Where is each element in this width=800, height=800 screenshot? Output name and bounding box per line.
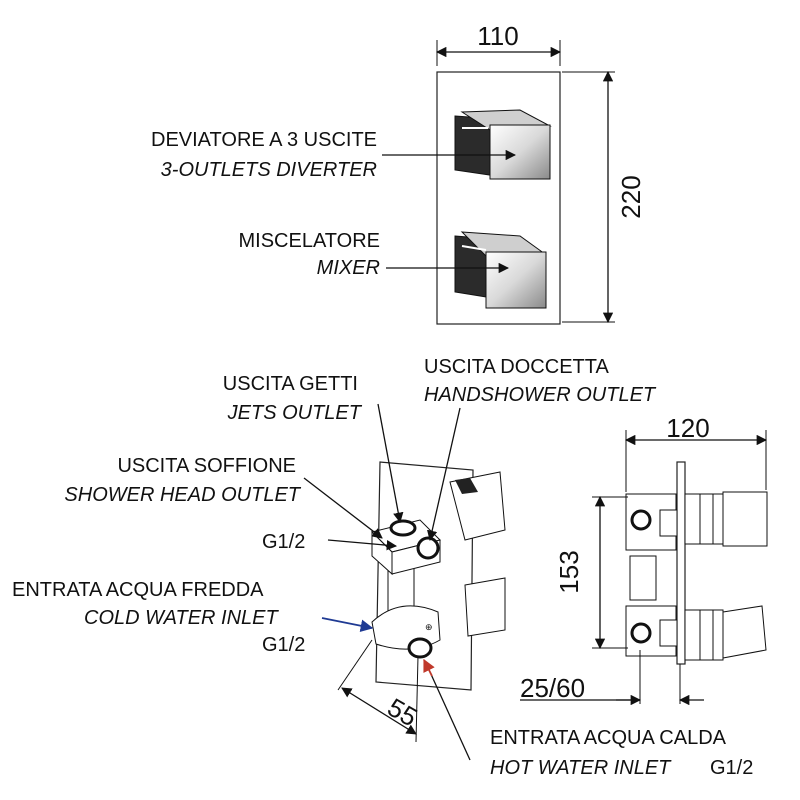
dim-depth-side: 120 <box>666 413 709 443</box>
label-handshower-en: HANDSHOWER OUTLET <box>424 384 657 406</box>
label-g12-hot: G1/2 <box>710 757 753 779</box>
diverter-handle <box>454 109 552 180</box>
label-mixer-it: MISCELATORE <box>238 230 380 252</box>
label-showerhead-it: USCITA SOFFIONE <box>117 455 296 477</box>
svg-text:⊕: ⊕ <box>425 622 433 632</box>
label-diverter-en: 3-OUTLETS DIVERTER <box>161 159 377 181</box>
label-g12-upper: G1/2 <box>262 531 305 553</box>
label-jets-it: USCITA GETTI <box>223 373 358 395</box>
label-mixer-en: MIXER <box>317 257 380 279</box>
front-view: 110 220 DEVIATORE A 3 USCITE 3-OUTLETS D… <box>151 21 646 325</box>
label-diverter-it: DEVIATORE A 3 USCITE <box>151 129 377 151</box>
dim-offset-side: 25/60 <box>520 673 585 703</box>
label-g12-cold: G1/2 <box>262 634 305 656</box>
label-cold-en: COLD WATER INLET <box>84 607 280 629</box>
dim-height-side: 153 <box>554 550 584 593</box>
side-view: 120 153 25/60 <box>520 413 768 706</box>
label-showerhead-en: SHOWER HEAD OUTLET <box>64 484 301 506</box>
mixer-handle <box>454 231 547 309</box>
dim-width-front: 110 <box>477 21 518 51</box>
label-hot-en: HOT WATER INLET <box>490 757 672 779</box>
dim-height-front: 220 <box>616 175 646 218</box>
side-plate <box>676 461 686 665</box>
label-hot-it: ENTRATA ACQUA CALDA <box>490 727 727 749</box>
label-jets-en: JETS OUTLET <box>227 402 363 424</box>
label-cold-it: ENTRATA ACQUA FREDDA <box>12 579 264 601</box>
label-handshower-it: USCITA DOCCETTA <box>424 356 609 378</box>
perspective-view: ⊕ USCITA DOCCETTA HANDSHOWER OUTLET USCI… <box>12 356 753 779</box>
